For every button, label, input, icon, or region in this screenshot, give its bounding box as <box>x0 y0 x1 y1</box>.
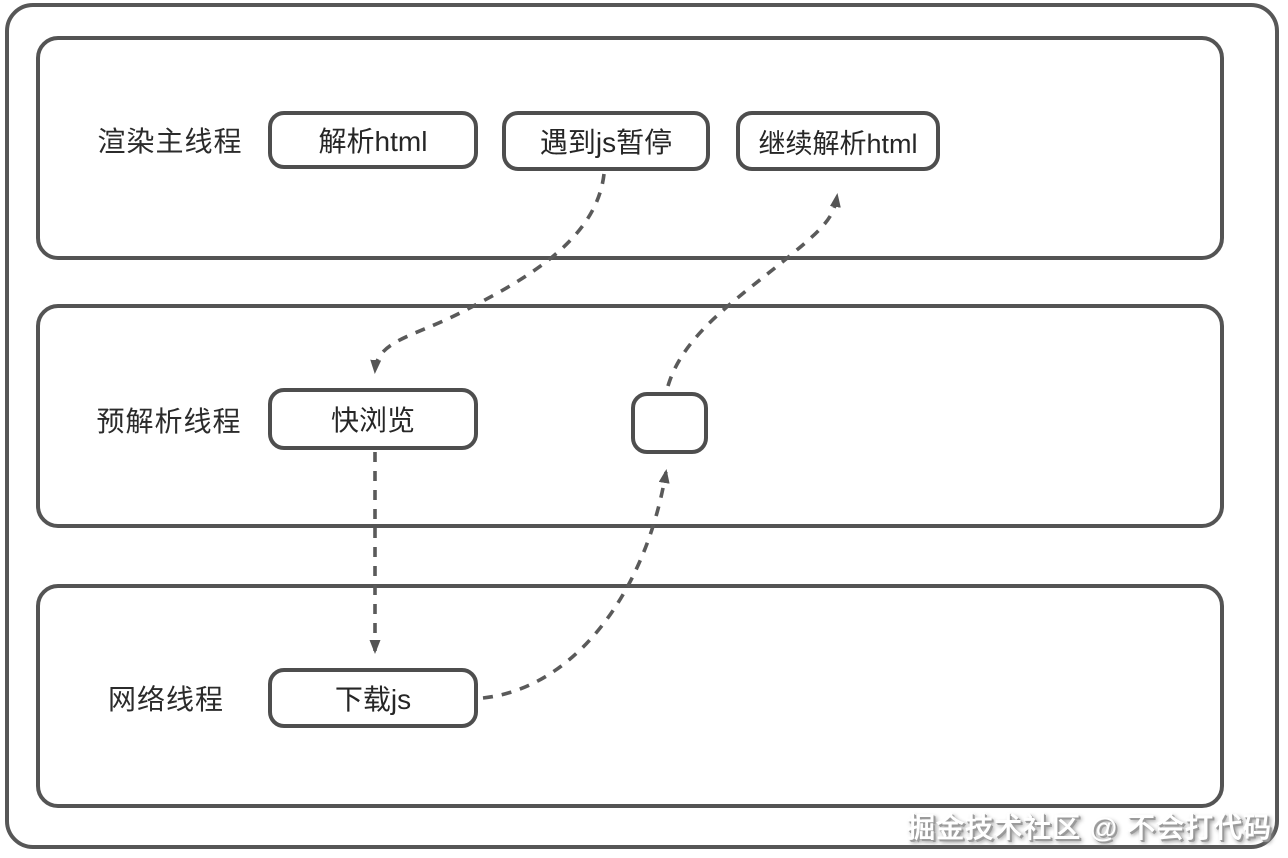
lane-label-render-main-thread: 渲染主线程 <box>97 126 243 157</box>
lane-render-main-thread <box>36 36 1224 260</box>
node-download-js: 下载js <box>268 668 478 728</box>
watermark-text: 掘金技术社区 @ 不会打代码 <box>907 812 1272 843</box>
node-empty <box>631 392 708 454</box>
node-quick-scan: 快浏览 <box>268 388 478 450</box>
node-parse-html: 解析html <box>268 111 478 169</box>
node-continue-parse-html: 继续解析html <box>736 111 940 171</box>
node-js-pause: 遇到js暂停 <box>502 111 710 171</box>
lane-label-preparse-thread: 预解析线程 <box>96 406 242 437</box>
lane-label-network-thread: 网络线程 <box>107 684 224 715</box>
outer-frame <box>5 3 1279 849</box>
